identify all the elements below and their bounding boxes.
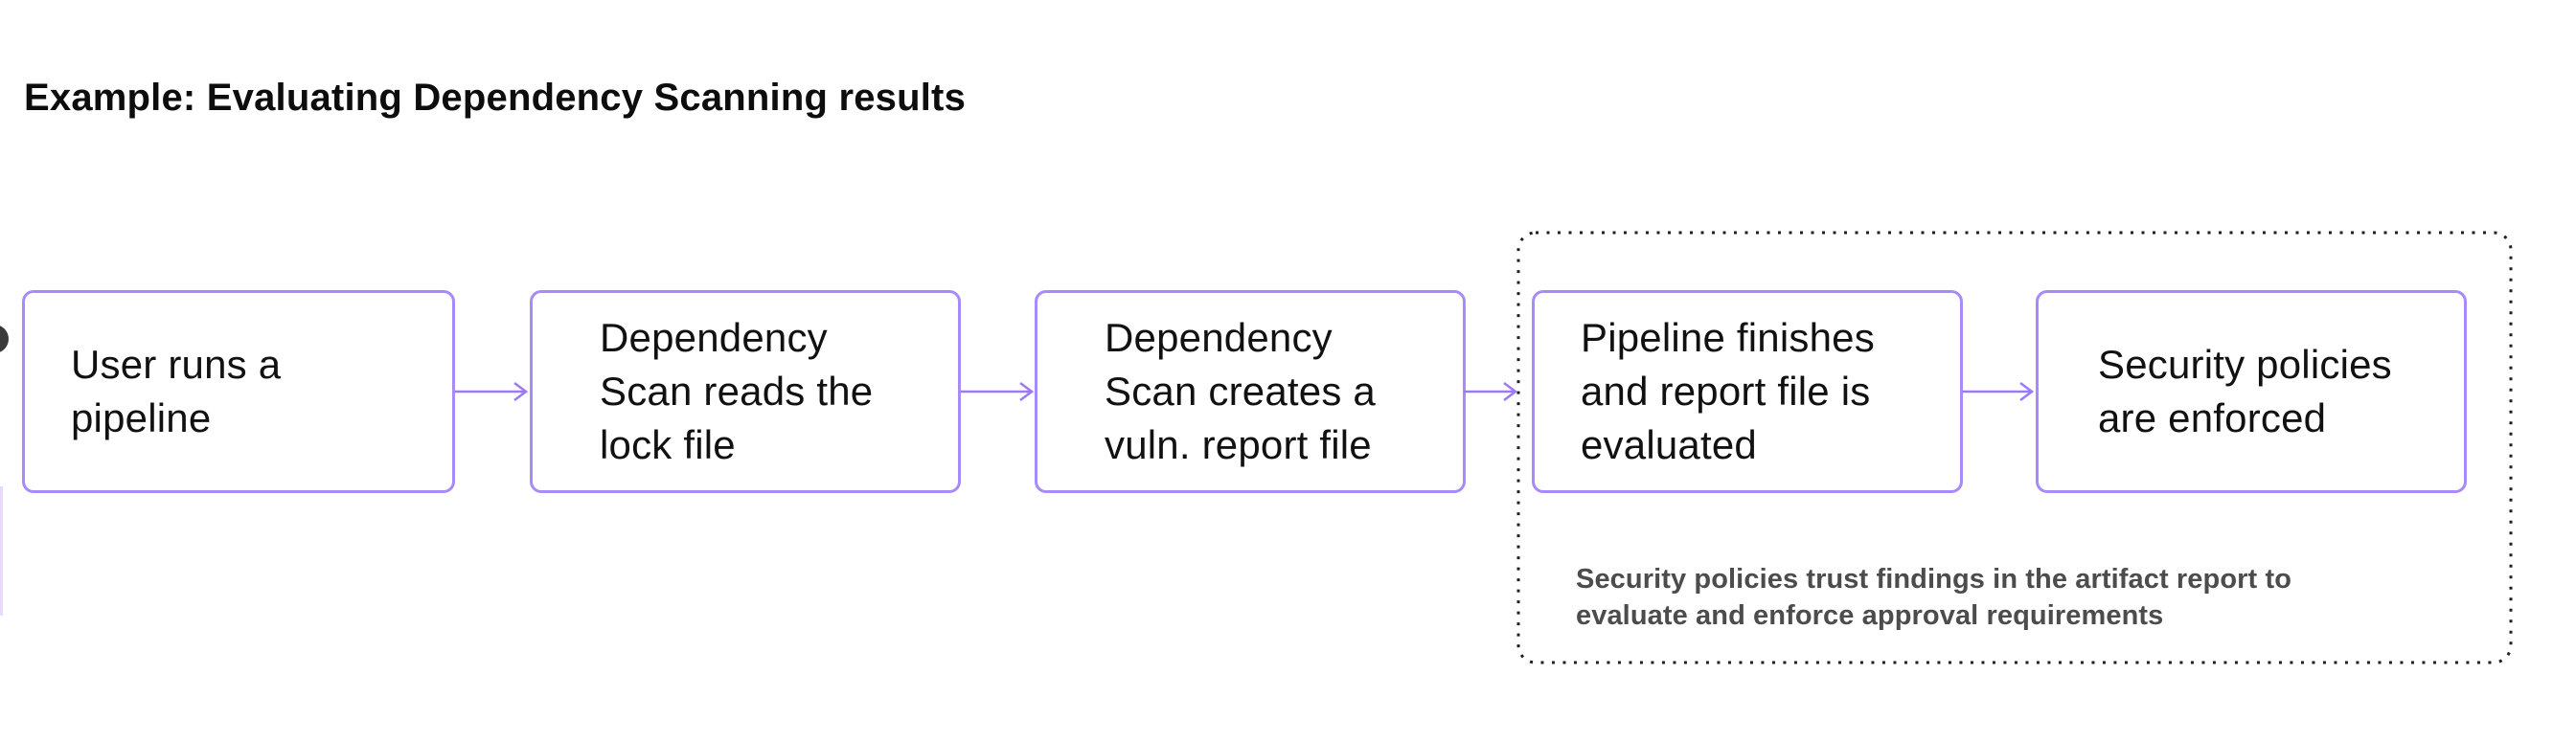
node-label: User runs a pipeline <box>71 342 282 440</box>
node-label: Dependency Scan creates a vuln. report f… <box>1105 315 1376 467</box>
subgraph-note: Security policies trust findings in the … <box>1576 564 2292 631</box>
flow-node-policies-enforced: Security policies are enforced <box>2036 290 2467 493</box>
flow-node-dep-scan-creates-report: Dependency Scan creates a vuln. report f… <box>1035 290 1466 493</box>
node-label: Dependency Scan reads the lock file <box>600 315 874 467</box>
arrow-right-icon <box>1963 379 2035 404</box>
subgraph-container <box>1516 231 2513 664</box>
node-label: Security policies are enforced <box>2098 342 2392 440</box>
flow-node-pipeline-finishes: Pipeline finishes and report file is eva… <box>1532 290 1963 493</box>
arrow-right-icon <box>455 379 529 404</box>
cut-off-line-artifact <box>0 486 3 616</box>
arrow-right-icon <box>961 379 1035 404</box>
flow-node-dep-scan-reads-lock: Dependency Scan reads the lock file <box>530 290 961 493</box>
dotted-border <box>1516 231 2513 664</box>
cut-off-circle-artifact <box>0 325 9 353</box>
page-title: Example: Evaluating Dependency Scanning … <box>24 77 967 119</box>
node-label: Pipeline finishes and report file is eva… <box>1581 315 1875 467</box>
arrow-right-icon <box>1464 379 1517 404</box>
flow-node-user-runs-pipeline: User runs a pipeline <box>22 290 455 493</box>
